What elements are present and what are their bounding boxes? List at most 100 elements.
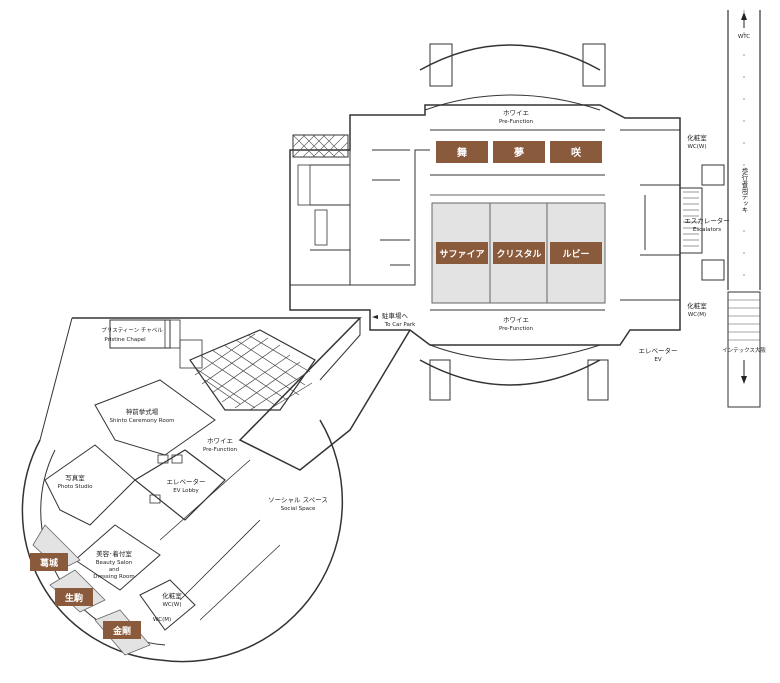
wc-m-en: WC(M) — [688, 312, 706, 318]
wc-m2-en: WC(M) — [153, 617, 171, 623]
room-ikoma-label: 生駒 — [65, 592, 83, 604]
chapel-room — [109, 319, 171, 349]
north-stair-left — [429, 43, 453, 87]
west-wing: 葛城 生駒 金剛 プリスティーン チャペル Pristine Chapel 神前… — [21, 317, 411, 663]
foyer-mid-en: Pre-Function — [499, 326, 534, 332]
hatch-lines — [292, 134, 349, 158]
ev-lobby-jp: エレベーター — [167, 477, 206, 486]
elevator-en: EV — [654, 357, 661, 363]
wtc-arrow-icon — [741, 12, 747, 20]
hall-saki-label: 咲 — [571, 146, 582, 159]
wc-m-jp: 化粧室 — [687, 301, 707, 310]
shinto-room — [94, 379, 216, 456]
escalator-steps — [683, 191, 699, 247]
hall-sapphire-box[interactable] — [436, 242, 488, 264]
shinto-en: Shinto Ceremony Room — [110, 418, 175, 424]
wc-w2-jp: 化粧室 — [162, 591, 182, 600]
corridor-walls — [159, 459, 281, 621]
atrium-outline — [189, 329, 316, 411]
intex-label: インテックス大阪 — [722, 346, 766, 354]
hall-crystal-box[interactable] — [493, 242, 545, 264]
wc-w-jp: 化粧室 — [687, 133, 707, 142]
foyer-top-en: Pre-Function — [499, 119, 534, 125]
foyer-west-jp: ホワイエ — [207, 437, 233, 445]
photo-jp: 写真室 — [65, 473, 85, 482]
atrium-grid — [194, 333, 313, 411]
east-circle-wall — [159, 419, 344, 663]
stair-west-a — [297, 164, 311, 206]
south-inner-arc — [429, 344, 601, 361]
upper-halls: 舞 夢 咲 — [436, 141, 602, 163]
hall-yume-box[interactable] — [493, 141, 545, 163]
hall-ruby-label: ルビー — [562, 248, 589, 260]
glass-atrium — [179, 329, 316, 411]
foyer-mid-jp: ホワイエ — [503, 316, 529, 324]
wc-w2-en: WC(W) — [162, 602, 181, 608]
lower-halls: サファイア クリスタル ルビー — [436, 242, 602, 264]
north-stair-right — [582, 43, 606, 87]
chapel-side — [164, 319, 181, 349]
ev-car-2 — [171, 454, 183, 464]
beauty-en-2: and — [109, 567, 119, 573]
shinto-jp: 神前挙式場 — [126, 407, 159, 416]
main-building-outline — [289, 104, 681, 346]
room-katsuragi-label: 葛城 — [39, 557, 58, 569]
escalator-jp: エスカレーター — [684, 216, 730, 225]
beauty-jp: 美容･着付室 — [96, 549, 132, 558]
elevator-jp: エレベーター — [639, 346, 678, 355]
west-circle-wall — [21, 439, 161, 661]
room-kongo-label: 金剛 — [112, 625, 131, 637]
wc-m-east-box — [701, 259, 725, 281]
social-space-en: Social Space — [281, 506, 316, 512]
north-arc-wall — [419, 44, 601, 71]
wc-west — [139, 579, 196, 631]
foyer-top-jp: ホワイエ — [503, 109, 529, 117]
service-rooms — [290, 115, 430, 286]
pedestrian-deck: WTC 歩行者用デッキ インテックス大阪 — [722, 10, 766, 408]
north-inner-arc — [424, 94, 601, 111]
wc-w-en: WC(W) — [687, 144, 706, 150]
beauty-en-1: Beauty Salon — [96, 560, 133, 566]
hall-saki-box[interactable] — [550, 141, 602, 163]
hall-ruby-box[interactable] — [550, 242, 602, 264]
south-stair-right — [587, 359, 609, 401]
escalator-en: Escalators — [693, 227, 721, 233]
room-katsuragi-box[interactable] — [30, 553, 68, 571]
beauty-salon — [74, 524, 161, 591]
hatched-block — [292, 134, 349, 158]
hall-mai-box[interactable] — [436, 141, 488, 163]
car-park-arrow-icon — [372, 315, 378, 319]
stair-west-b — [314, 209, 328, 246]
ev-car-3 — [149, 494, 161, 504]
wedge-left-wall — [39, 317, 73, 441]
beauty-en-3: Dressing Room — [93, 574, 134, 580]
east-wing: 舞 夢 咲 サファイア クリスタル ルビー ホワイエ Pre-Function … — [289, 43, 730, 401]
room-ikoma-box[interactable] — [55, 588, 93, 606]
photo-studio — [44, 444, 136, 526]
east-facility-walls — [620, 129, 680, 301]
escalator-block — [679, 187, 703, 254]
south-arc-wall — [419, 359, 601, 386]
ev-lobby-en: EV Lobby — [173, 488, 199, 494]
photo-en: Photo Studio — [58, 484, 94, 490]
intex-stair-steps — [728, 299, 760, 341]
wedge-right-wall — [319, 318, 361, 381]
intex-arrow-icon — [741, 376, 747, 384]
ev-car-1 — [157, 454, 169, 464]
atrium-stair — [179, 339, 203, 369]
car-park-jp: 駐車場へ — [382, 311, 409, 320]
hall-crystal-label: クリスタル — [496, 248, 541, 260]
room-kongo-box[interactable] — [103, 621, 141, 639]
car-park-en: To Car Park — [384, 322, 416, 328]
wc-w-east-box — [701, 164, 725, 186]
wedge-top-wall — [72, 317, 411, 471]
hall-yume-label: 夢 — [514, 146, 524, 159]
chapel-jp: プリスティーン チャペル — [101, 327, 163, 334]
hall-sapphire-label: サファイア — [439, 249, 484, 260]
social-space-jp: ソーシャル スペース — [268, 496, 328, 504]
intex-stairs — [727, 291, 761, 408]
foyer-west-en: Pre-Function — [203, 447, 238, 453]
south-stair-left — [429, 359, 451, 401]
chapel-en: Pristine Chapel — [104, 337, 146, 343]
